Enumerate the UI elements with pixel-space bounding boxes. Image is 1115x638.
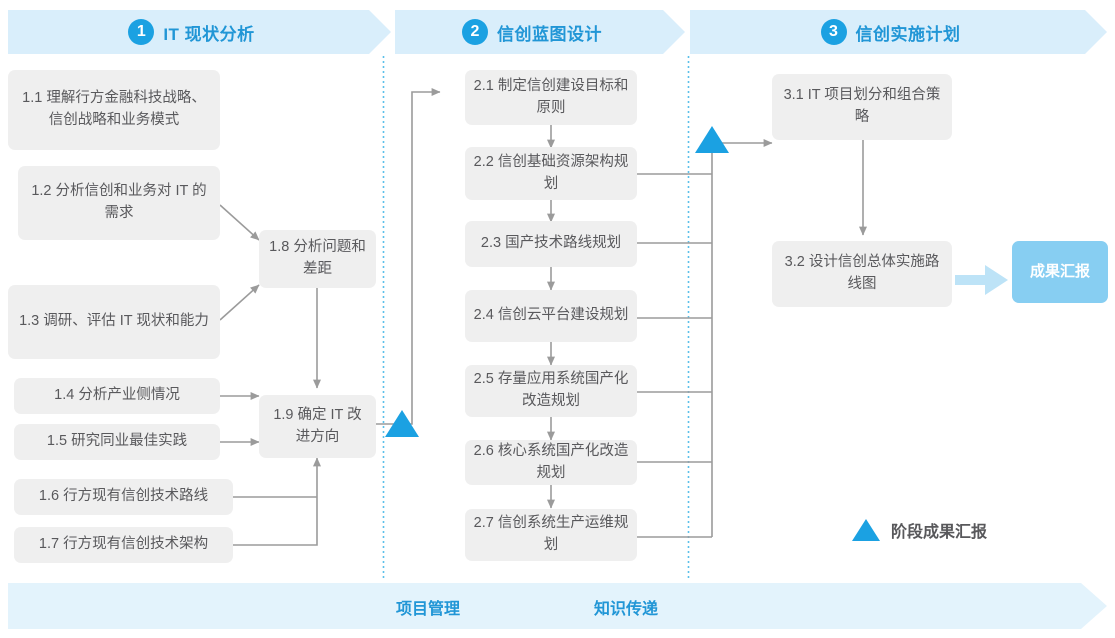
phase-title-2: 信创蓝图设计 [497, 24, 602, 44]
phase-title-1: IT 现状分析 [163, 24, 255, 44]
phase-number-3: 3 [821, 19, 847, 45]
task-box-2-5[interactable]: 2.5 存量应用系统国产化改造规划 [465, 365, 637, 417]
triangle-milestone-icon [852, 519, 880, 541]
task-box-1-5[interactable]: 1.5 研究同业最佳实践 [14, 424, 220, 460]
task-box-1-3[interactable]: 1.3 调研、评估 IT 现状和能力 [8, 285, 220, 359]
task-box-3-2[interactable]: 3.2 设计信创总体实施路线图 [772, 241, 952, 307]
task-box-1-9[interactable]: 1.9 确定 IT 改进方向 [259, 395, 376, 458]
milestone-triangle-phase2 [695, 126, 729, 153]
result-box[interactable]: 成果汇报 [1012, 241, 1108, 303]
task-box-2-4[interactable]: 2.4 信创云平台建设规划 [465, 290, 637, 342]
task-box-1-8[interactable]: 1.8 分析问题和差距 [259, 230, 376, 288]
task-box-1-6[interactable]: 1.6 行方现有信创技术路线 [14, 479, 233, 515]
footer-label-project-management: 项目管理 [396, 601, 461, 618]
phase-banner-2[interactable]: 2 信创蓝图设计 [395, 10, 685, 54]
task-box-1-2[interactable]: 1.2 分析信创和业务对 IT 的需求 [18, 166, 220, 240]
phase-number-2: 2 [462, 19, 488, 45]
task-box-3-1[interactable]: 3.1 IT 项目划分和组合策略 [772, 74, 952, 140]
task-box-1-1[interactable]: 1.1 理解行方金融科技战略、信创战略和业务模式 [8, 70, 220, 150]
task-box-1-7[interactable]: 1.7 行方现有信创技术架构 [14, 527, 233, 563]
task-box-2-3[interactable]: 2.3 国产技术路线规划 [465, 221, 637, 267]
task-box-2-2[interactable]: 2.2 信创基础资源架构规划 [465, 147, 637, 200]
phase-title-3: 信创实施计划 [855, 24, 961, 44]
milestone-triangle-phase1 [385, 410, 419, 437]
phase-banner-1-inner: 1 IT 现状分析 [128, 19, 254, 45]
phase-banner-3[interactable]: 3 信创实施计划 [690, 10, 1107, 54]
legend-label: 阶段成果汇报 [891, 524, 988, 541]
phase-number-1: 1 [128, 19, 154, 45]
legend: 阶段成果汇报 [852, 518, 987, 542]
phase-banner-2-inner: 2 信创蓝图设计 [462, 19, 602, 45]
task-box-2-7[interactable]: 2.7 信创系统生产运维规划 [465, 509, 637, 561]
footer-label-knowledge-transfer: 知识传递 [594, 601, 659, 618]
phase-banner-3-inner: 3 信创实施计划 [821, 19, 961, 45]
phase-banner-1[interactable]: 1 IT 现状分析 [8, 10, 391, 54]
task-box-1-4[interactable]: 1.4 分析产业侧情况 [14, 378, 220, 414]
task-box-2-6[interactable]: 2.6 核心系统国产化改造规划 [465, 440, 637, 485]
footer-banner [8, 583, 1107, 629]
task-box-2-1[interactable]: 2.1 制定信创建设目标和原则 [465, 70, 637, 125]
result-arrow-icon [955, 265, 1008, 295]
